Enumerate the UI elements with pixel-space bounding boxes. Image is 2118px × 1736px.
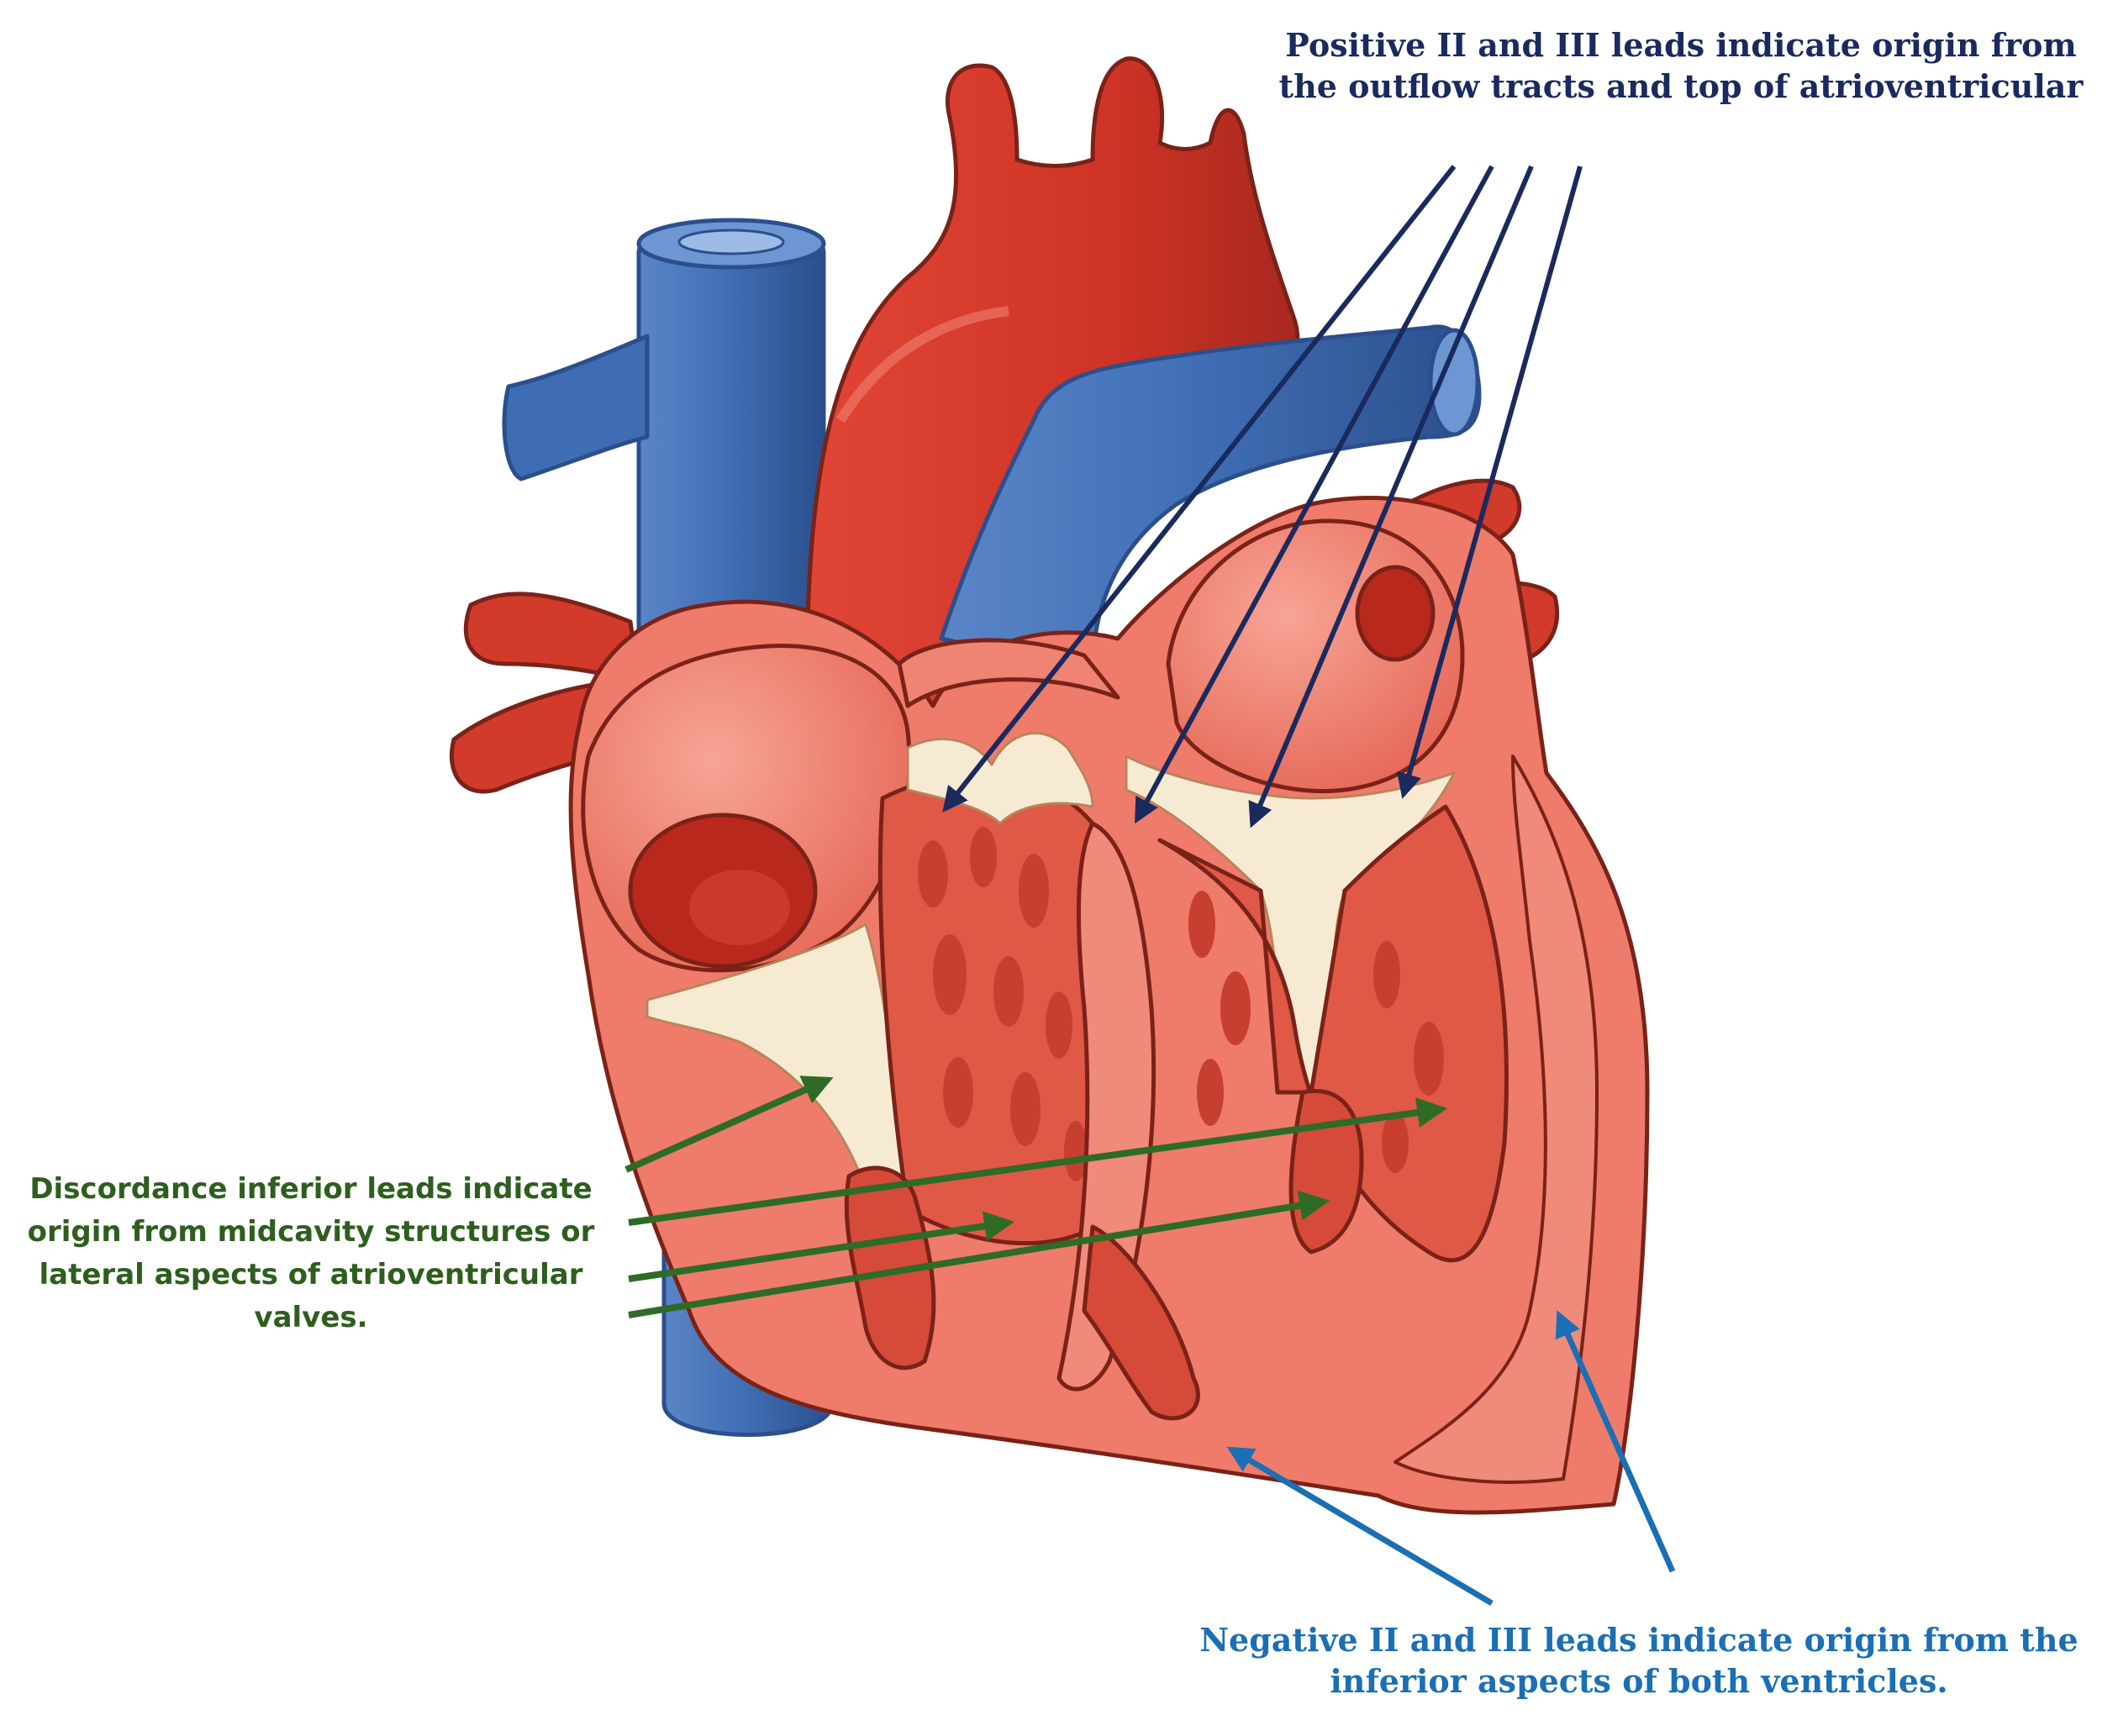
discordance-line-3: lateral aspects of atrioventricular: [39, 1258, 583, 1291]
left-ventricle-trabeculae: [1188, 891, 1444, 1173]
discordance-line-2: origin from midcavity structures or: [27, 1215, 595, 1249]
negative-leads-line-1: Negative II and III leads indicate origi…: [1199, 1621, 2078, 1659]
heart-illustration: [449, 56, 1650, 1515]
pulmonary-vein-ostium: [1355, 565, 1436, 662]
negative-arrow-2: [1555, 1310, 1676, 1573]
discordance-arrow-1: [624, 1076, 834, 1173]
superior-vena-cava: [636, 224, 826, 641]
negative-leads-arrows: [1226, 1310, 1676, 1607]
discordance-arrow-4: [628, 1190, 1330, 1318]
positive-leads-arrows: [942, 165, 1583, 829]
discordance-arrow-2: [628, 1097, 1448, 1226]
discordance-line-4: valves.: [254, 1301, 368, 1334]
discordance-leads-annotation: Discordance inferior leads indicate orig…: [8, 1168, 614, 1339]
positive-leads-annotation: Positive II and III leads indicate origi…: [1244, 25, 2118, 107]
positive-leads-line-2: the outflow tracts and top of atrioventr…: [1278, 66, 2084, 105]
left-ventricle-cavity: [1157, 804, 1509, 1263]
negative-leads-annotation: Negative II and III leads indicate origi…: [1168, 1620, 2110, 1702]
papillary-muscle-septal: [1082, 1224, 1200, 1421]
positive-leads-line-1: Positive II and III leads indicate origi…: [1285, 26, 2077, 64]
discordance-arrows: [624, 1076, 1448, 1318]
positive-arrow-1: [942, 165, 1457, 813]
interventricular-septum: [1056, 821, 1156, 1391]
positive-arrow-2: [1135, 165, 1494, 824]
discordance-arrow-3: [628, 1211, 1015, 1282]
innominate-vein: [502, 334, 650, 481]
positive-arrow-4: [1397, 166, 1583, 799]
discordance-line-1: Discordance inferior leads indicate: [29, 1172, 593, 1206]
negative-leads-line-2: inferior aspects of both ventricles.: [1330, 1661, 1948, 1700]
left-pulmonary-branch-upper: [463, 592, 641, 683]
right-ventricle-trabeculae: [918, 827, 1088, 1181]
positive-arrow-3: [1248, 165, 1534, 829]
negative-arrow-1: [1226, 1446, 1494, 1607]
left-ventricle-wall: [1394, 755, 1599, 1484]
